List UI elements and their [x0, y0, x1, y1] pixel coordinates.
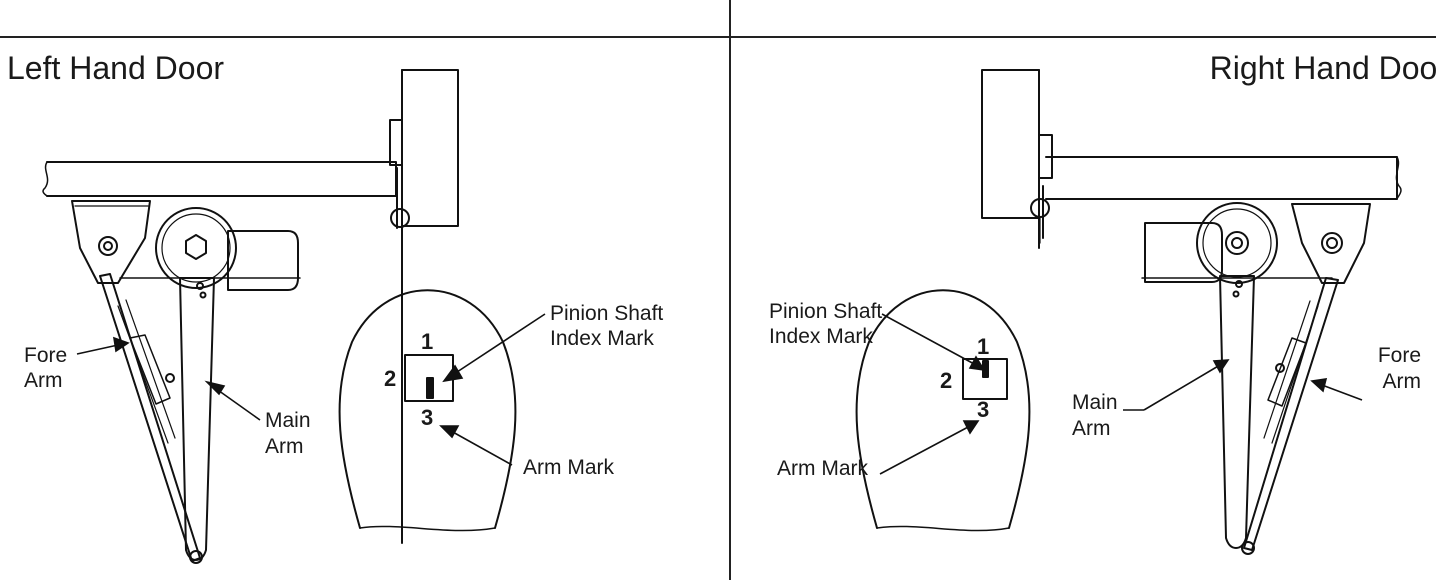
left-hand-door-panel: Left Hand Door Fore Arm Main Arm Pinion …	[0, 38, 716, 580]
right-pinion-label-line1: Pinion Shaft	[769, 300, 883, 323]
left-arm-mark-label: Arm Mark	[523, 456, 614, 479]
right-position-1: 1	[977, 334, 990, 359]
right-door-drawing	[855, 69, 1402, 555]
right-main-arm-label-line1: Main	[1072, 391, 1118, 414]
left-door-drawing	[42, 69, 546, 564]
left-main-arm-label-line2: Arm	[265, 435, 304, 458]
left-position-1: 1	[421, 329, 434, 354]
right-fore-arm-label-line2: Arm	[1382, 370, 1422, 393]
left-fore-arm-label-line2: Arm	[24, 369, 63, 392]
left-panel-title: Left Hand Door	[7, 50, 225, 86]
left-position-3: 3	[421, 405, 434, 430]
right-arm-mark-label: Arm Mark	[777, 457, 868, 480]
left-main-arm-label-line1: Main	[265, 409, 311, 432]
right-pinion-label-line2: Index Mark	[769, 325, 873, 348]
right-hand-door-panel: Right Hand Door Pinion Shaft Index Mark …	[732, 38, 1436, 580]
left-pinion-label-line2: Index Mark	[550, 327, 654, 350]
left-fore-arm-label-line1: Fore	[24, 344, 68, 367]
right-fore-arm-label-line1: Fore	[1377, 344, 1421, 367]
right-position-3: 3	[977, 397, 990, 422]
right-position-2: 2	[940, 368, 953, 393]
left-pinion-label-line1: Pinion Shaft	[550, 302, 664, 325]
left-position-2: 2	[384, 366, 397, 391]
right-panel-title: Right Hand Door	[1209, 50, 1436, 86]
right-main-arm-label-line2: Arm	[1072, 417, 1111, 440]
